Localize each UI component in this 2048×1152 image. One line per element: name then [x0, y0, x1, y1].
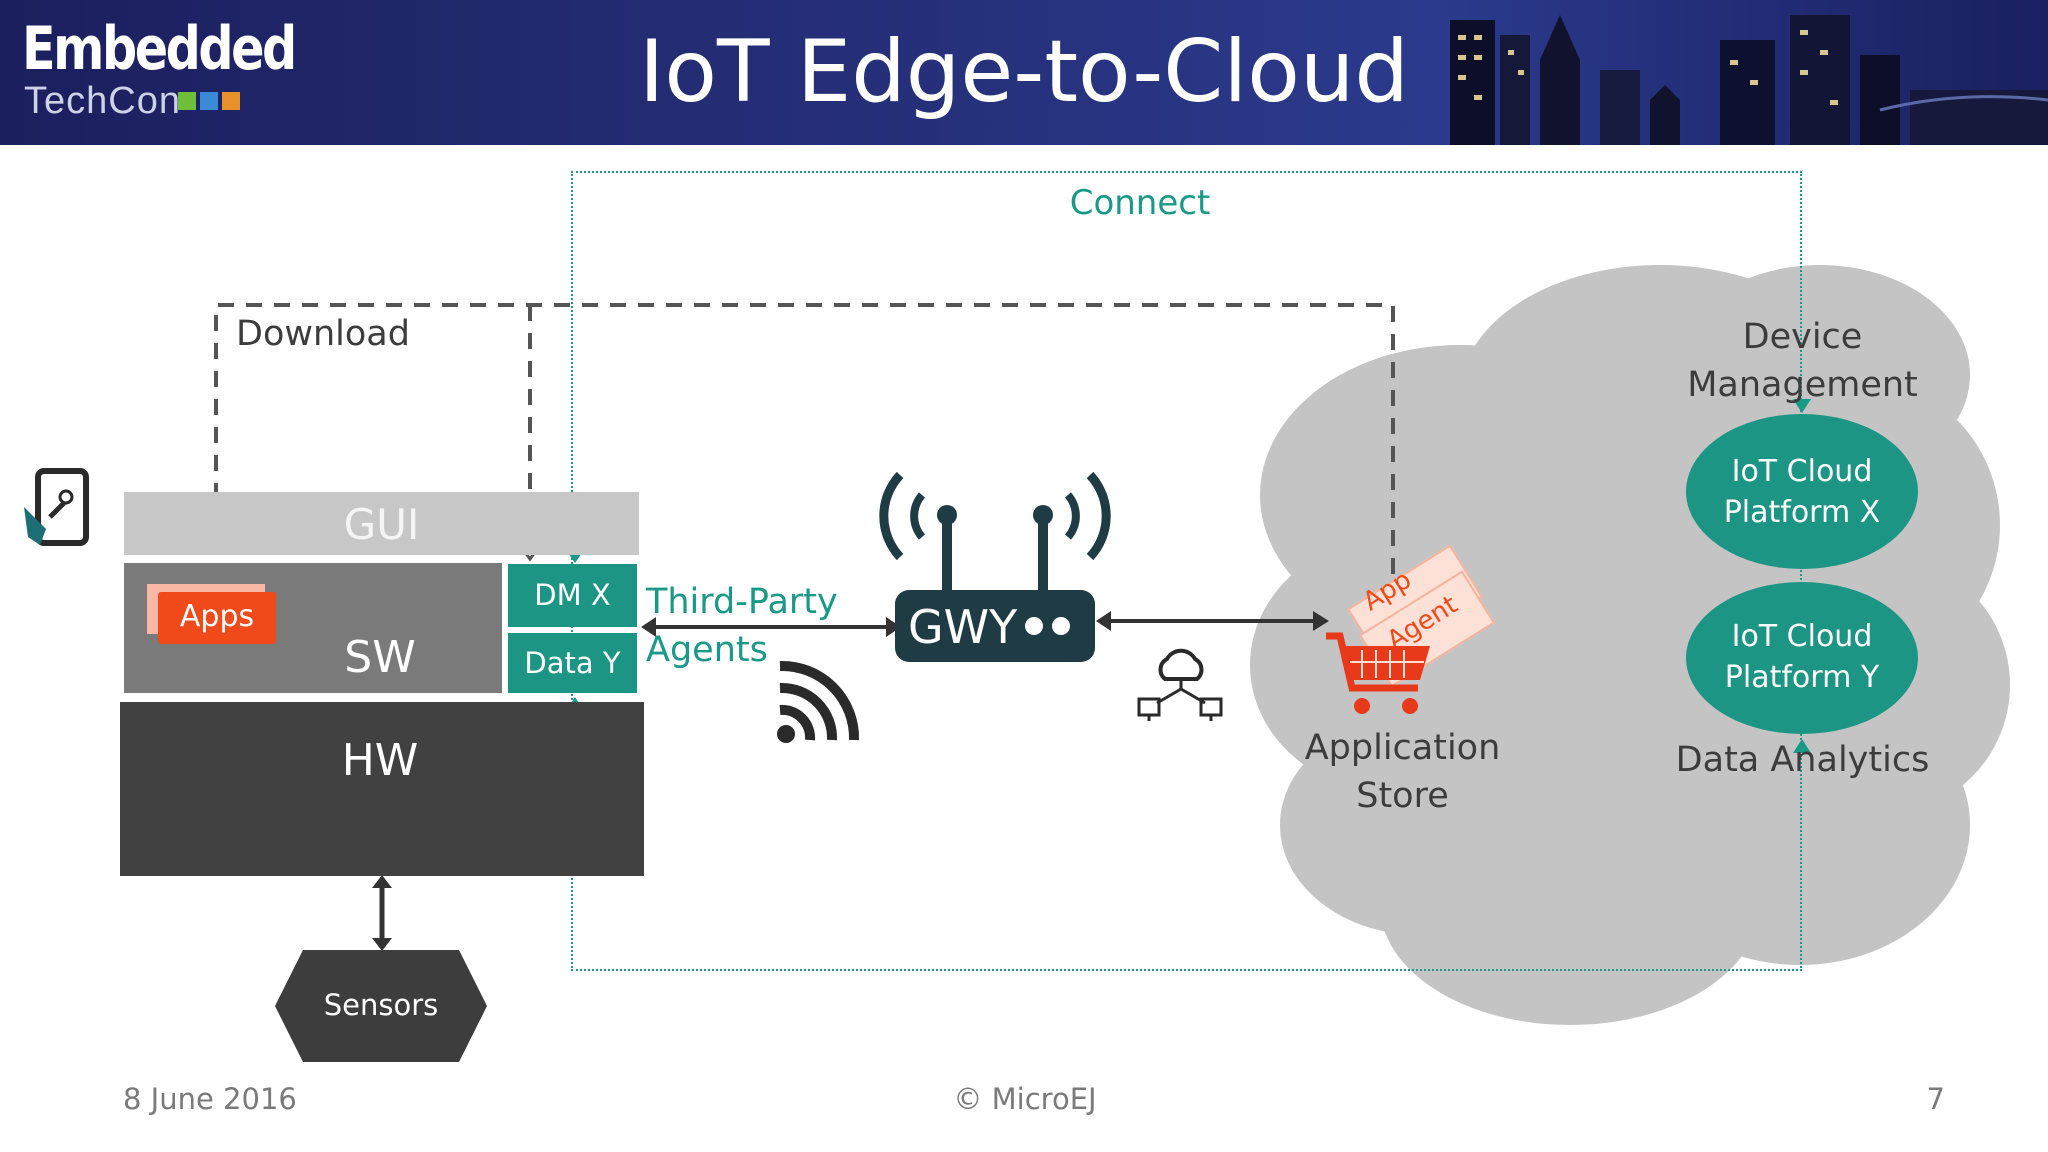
touch-device-icon [24, 468, 89, 546]
connect-label: Connect [1069, 183, 1211, 223]
third-party-label-2: Agents [646, 630, 768, 670]
sw-label: SW [344, 632, 416, 683]
gateway-led-icon [1025, 617, 1043, 635]
app-store-label-1: Application [1304, 728, 1501, 768]
platform-y-label-2: Platform Y [1724, 660, 1880, 695]
logo-square-icon [200, 92, 218, 110]
third-party-label-1: Third-Party [646, 582, 838, 622]
download-label: Download [236, 314, 410, 354]
router-antennas [879, 471, 1111, 595]
city-skyline-image [1450, 15, 2048, 145]
logo-square-icon [222, 92, 240, 110]
wifi-icon [777, 660, 860, 743]
slide-header: Embedded TechCon IoT Edge-to-Cloud [0, 0, 2048, 145]
device-mgmt-label-2: Management [1687, 365, 1918, 405]
platform-x-ellipse [1686, 414, 1918, 569]
apps-label: Apps [179, 599, 255, 634]
gui-layer [124, 492, 639, 555]
platform-x-label-1: IoT Cloud [1731, 454, 1873, 489]
platform-x-label-2: Platform X [1723, 495, 1881, 530]
connect-arrow-device-mgmt [1793, 399, 1811, 413]
hw-layer [120, 702, 644, 876]
sensors-hexagon [275, 950, 487, 1062]
logo-wordmark: Embedded [22, 14, 297, 84]
data-y-label: Data Y [524, 646, 621, 680]
device-mgmt-label-1: Device [1742, 317, 1863, 357]
dm-x-label: DM X [534, 578, 611, 612]
footer-copyright: © MicroEJ [953, 1082, 1097, 1116]
gateway-store-arrow [1096, 611, 1329, 631]
gui-label: GUI [343, 500, 420, 549]
footer-date: 8 June 2016 [123, 1082, 297, 1116]
platform-y-ellipse [1686, 582, 1918, 734]
shopping-cart-icon [1326, 632, 1430, 714]
hw-label: HW [341, 735, 419, 786]
connect-arrow-data-analytics [1793, 739, 1811, 753]
sensors-label: Sensors [323, 988, 439, 1022]
slide-title: IoT Edge-to-Cloud [639, 22, 1409, 122]
apps-block[interactable] [158, 592, 276, 644]
app-store-label-2: Store [1356, 776, 1449, 816]
data-y-block [508, 633, 637, 693]
footer-page-number: 7 [1926, 1082, 1945, 1116]
gateway-led-icon [1052, 617, 1070, 635]
logo-subtext: TechCon [24, 80, 181, 122]
logo-square-icon [178, 92, 196, 110]
data-analytics-label: Data Analytics [1675, 740, 1930, 780]
gateway-label: GWY [908, 600, 1018, 654]
agents-gateway-arrow [641, 617, 901, 637]
network-cloud-icon [1137, 648, 1223, 721]
dm-x-block [508, 564, 637, 627]
platform-y-label-1: IoT Cloud [1731, 619, 1873, 654]
hw-sensors-arrow [372, 875, 392, 951]
